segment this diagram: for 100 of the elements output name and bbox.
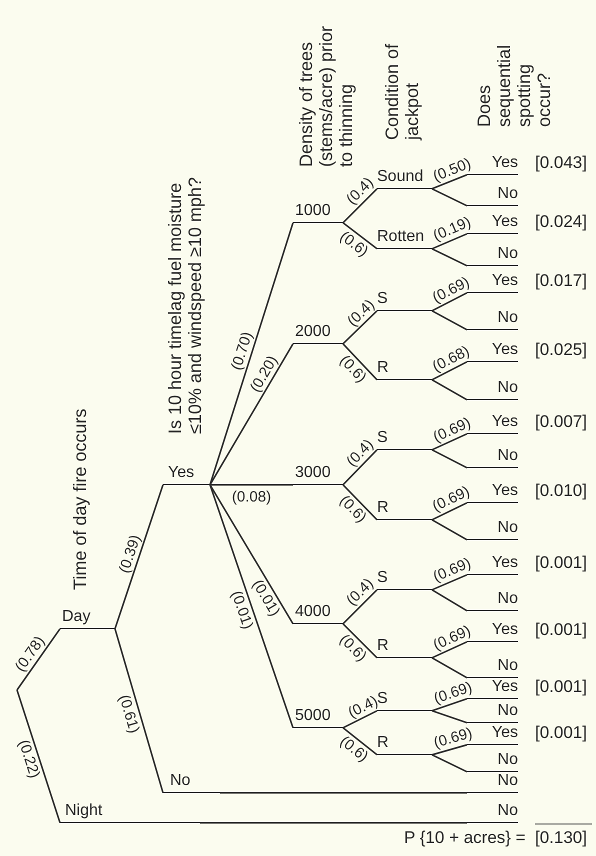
branch-line	[209, 343, 294, 486]
branch-label: No	[498, 802, 518, 820]
edge-label: (0.50)	[431, 156, 474, 184]
branch-segment	[467, 592, 518, 611]
branch-segment	[467, 311, 518, 330]
branch-line	[432, 657, 468, 678]
branch-segment	[163, 774, 220, 793]
branch-label: Night	[65, 802, 102, 820]
branch-label: Yes	[492, 724, 518, 742]
branch-line	[432, 188, 468, 207]
branch-label: 5000	[295, 707, 331, 725]
branch-segment	[293, 204, 343, 223]
branch-label: 4000	[295, 603, 331, 621]
branch-line	[342, 727, 378, 756]
branch-segment	[467, 381, 518, 400]
branch-label: Yes	[168, 464, 194, 482]
branch-line	[432, 449, 468, 469]
branch-label: No	[170, 772, 190, 790]
branch-label: 1000	[295, 202, 331, 220]
branch-label: No	[498, 590, 518, 608]
probability-value: [0.001]	[535, 621, 587, 639]
branch-label: Yes	[492, 621, 518, 639]
branch-label: R	[377, 359, 389, 377]
edge-label: (0.61)	[116, 692, 142, 734]
branch-line	[16, 628, 61, 690]
branch-segment	[293, 325, 343, 344]
branch-segment	[467, 187, 518, 206]
branch-segment	[377, 431, 432, 450]
branch-line	[114, 484, 164, 630]
branch-segment	[467, 804, 518, 823]
branch-line	[342, 710, 378, 729]
branch-line	[432, 361, 468, 381]
branch-line	[210, 484, 293, 486]
branch-label: Yes	[492, 678, 518, 696]
branch-line	[432, 754, 468, 773]
branch-label: Yes	[492, 554, 518, 572]
branch-line	[432, 744, 468, 756]
branch-segment	[377, 736, 432, 755]
branch-label: R	[377, 734, 389, 752]
branch-label: No	[498, 751, 518, 769]
branch-line	[342, 343, 378, 380]
probability-value: [0.001]	[535, 554, 587, 572]
branch-label: Yes	[492, 341, 518, 359]
branch-line	[209, 484, 294, 728]
branch-segment	[467, 449, 518, 468]
probability-value: [0.024]	[535, 213, 587, 231]
branch-label: Day	[62, 608, 90, 626]
branch-segment	[467, 753, 518, 772]
column-heading: Is 10 hour timelag fuel moisture ≤10% and windspeed ≥10 mph?	[165, 176, 205, 434]
branch-label: No	[498, 519, 518, 537]
branch-label: Yes	[492, 413, 518, 431]
total-value: [0.130]	[535, 829, 587, 847]
branch-line	[432, 519, 468, 540]
column-heading: Does sequential spotting occur?	[474, 44, 554, 127]
branch-line	[114, 628, 164, 794]
branch-line	[432, 698, 468, 712]
branch-line	[432, 574, 468, 591]
column-heading: Density of trees (stems/acre) prior to thinning	[296, 24, 356, 167]
branch-segment	[467, 247, 518, 266]
edge-label: (0.69)	[432, 726, 474, 751]
branch-line	[209, 222, 294, 486]
branch-label: S	[377, 429, 388, 447]
branch-segment	[467, 521, 518, 540]
branch-label: Yes	[492, 272, 518, 290]
branch-label: No	[498, 379, 518, 397]
branch-line	[432, 710, 468, 724]
edge-label: (0.22)	[16, 738, 42, 780]
branch-segment	[467, 774, 518, 793]
branch-line	[432, 310, 468, 330]
branch-line	[432, 174, 468, 190]
probability-value: [0.017]	[535, 272, 587, 290]
branch-line	[220, 792, 467, 794]
branch-line	[342, 623, 378, 658]
branch-segment	[60, 804, 200, 823]
branch-segment	[293, 709, 343, 728]
probability-value: [0.007]	[535, 413, 587, 431]
branch-label: No	[498, 185, 518, 203]
branch-label: S	[377, 569, 388, 587]
branch-line	[342, 222, 378, 250]
sum-label: P {10 + acres} =	[404, 829, 526, 847]
branch-segment	[293, 605, 343, 624]
edge-label: (0.08)	[232, 489, 272, 504]
branch-segment	[377, 230, 432, 249]
branch-line	[432, 233, 468, 250]
branch-label: S	[377, 290, 388, 308]
branch-label: No	[498, 657, 518, 675]
branch-line	[432, 248, 468, 267]
branch-label: Yes	[492, 154, 518, 172]
branch-segment	[467, 704, 518, 723]
branch-line	[342, 484, 378, 520]
branch-label: Yes	[492, 482, 518, 500]
branch-line	[342, 310, 378, 344]
branch-label: R	[377, 499, 389, 517]
branch-label: No	[498, 702, 518, 720]
probability-value: [0.001]	[535, 678, 587, 696]
branch-line	[342, 188, 378, 224]
branch-label: R	[377, 637, 389, 655]
branch-segment	[377, 571, 432, 590]
branch-line	[342, 449, 378, 486]
branch-line	[16, 690, 61, 824]
